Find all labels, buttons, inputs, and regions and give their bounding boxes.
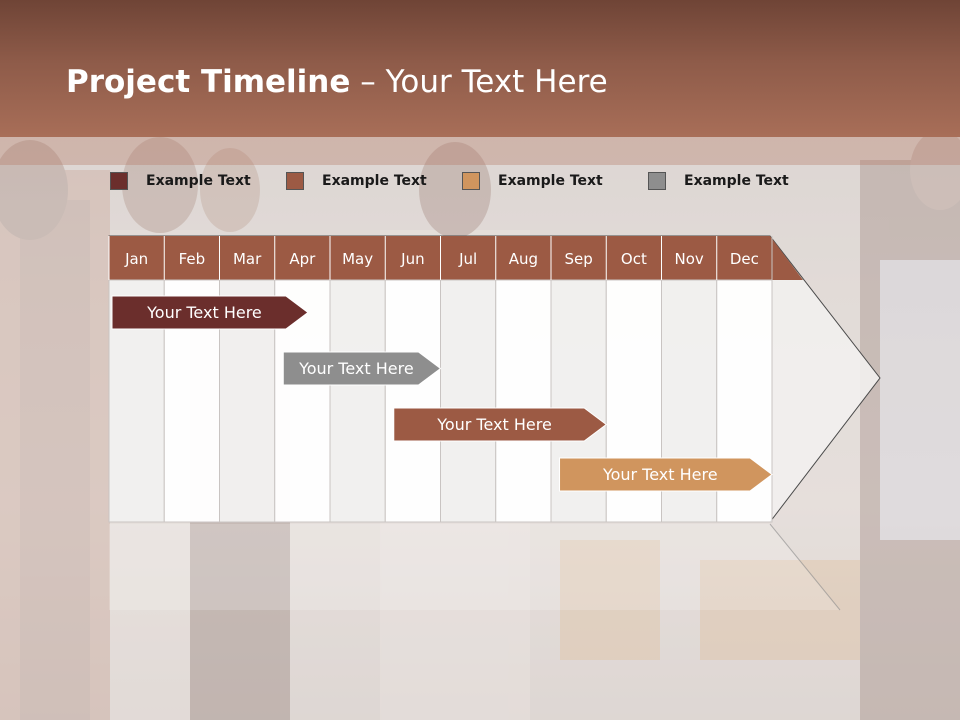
legend-item: Example Text bbox=[286, 170, 427, 192]
month-column bbox=[495, 279, 552, 523]
month-column bbox=[440, 279, 497, 523]
task-bar: Your Text Here bbox=[393, 407, 608, 442]
title-band bbox=[0, 137, 960, 165]
legend-swatch bbox=[462, 172, 480, 190]
task-bar: Your Text Here bbox=[111, 295, 309, 330]
reflection-edge bbox=[769, 523, 841, 611]
month-label: Dec bbox=[730, 250, 759, 268]
slide-title: Project Timeline – Your Text Here bbox=[66, 58, 608, 106]
month-label: Feb bbox=[179, 250, 206, 268]
legend-swatch bbox=[286, 172, 304, 190]
legend-swatch bbox=[110, 172, 128, 190]
legend-label: Example Text bbox=[146, 173, 251, 189]
month-label: Nov bbox=[674, 250, 703, 268]
month-label: Jun bbox=[400, 250, 424, 268]
task-bar-label: Your Text Here bbox=[298, 359, 414, 378]
timeline-reflection bbox=[109, 524, 840, 610]
legend-item: Example Text bbox=[110, 170, 251, 192]
task-bar: Your Text Here bbox=[559, 457, 773, 492]
legend-item: Example Text bbox=[648, 170, 789, 192]
month-label: Apr bbox=[289, 250, 316, 268]
slide-title-bold: Project Timeline bbox=[66, 64, 351, 100]
month-label: Oct bbox=[621, 250, 647, 268]
task-bar-label: Your Text Here bbox=[146, 303, 262, 322]
month-label: Jan bbox=[124, 250, 148, 268]
month-label: May bbox=[342, 250, 373, 268]
task-bar-label: Your Text Here bbox=[436, 415, 552, 434]
month-label: Jul bbox=[458, 250, 477, 268]
task-bar: Your Text Here bbox=[282, 351, 442, 386]
legend-item: Example Text bbox=[462, 170, 603, 192]
month-label: Mar bbox=[233, 250, 262, 268]
title-bar bbox=[0, 0, 960, 137]
month-column bbox=[384, 279, 441, 523]
task-bar-shape bbox=[282, 351, 442, 386]
month-label: Sep bbox=[564, 250, 592, 268]
legend-swatch bbox=[648, 172, 666, 190]
legend-label: Example Text bbox=[684, 173, 789, 189]
task-bar-shape bbox=[559, 457, 773, 492]
legend-label: Example Text bbox=[498, 173, 603, 189]
task-bar-shape bbox=[393, 407, 608, 442]
month-column bbox=[329, 279, 386, 523]
month-label: Aug bbox=[509, 250, 538, 268]
month-header-strip bbox=[109, 236, 803, 280]
task-bar-shape bbox=[111, 295, 309, 330]
slide-title-rest: – Your Text Here bbox=[350, 64, 608, 100]
legend-label: Example Text bbox=[322, 173, 427, 189]
task-bar-label: Your Text Here bbox=[602, 465, 718, 484]
